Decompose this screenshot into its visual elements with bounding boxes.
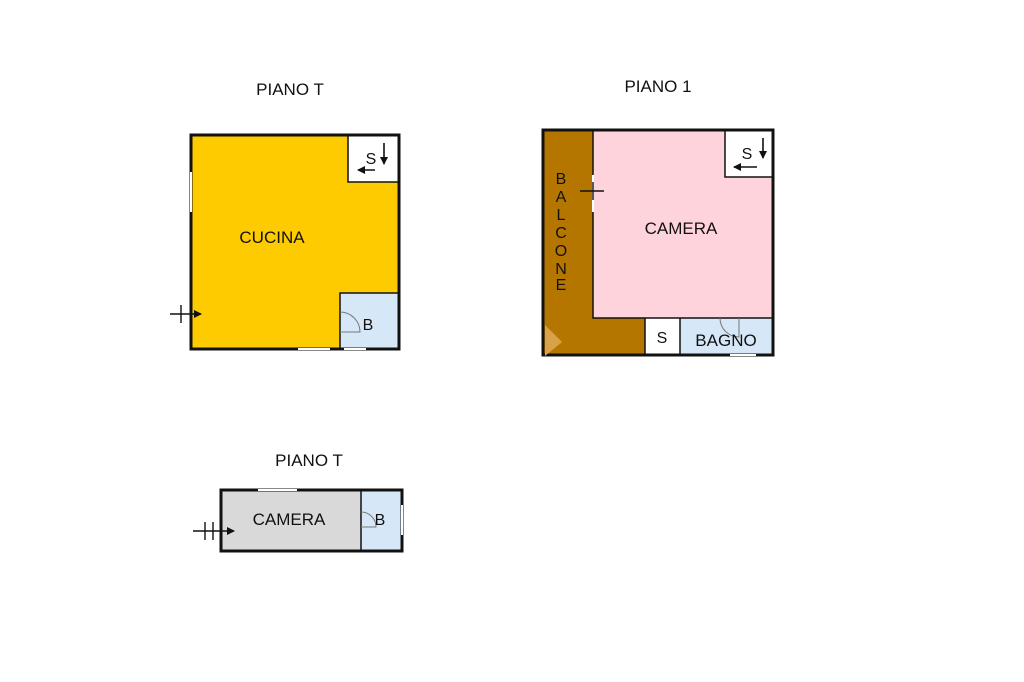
bagno-wall: [339, 292, 399, 349]
entrance-mark-icon: [580, 182, 604, 200]
balcone-letter: A: [556, 189, 567, 206]
outer-wall: [189, 133, 401, 351]
room-label-bagno: B: [363, 317, 374, 334]
door-swing-icon: [339, 311, 361, 333]
room-camera: [221, 490, 361, 551]
balcone-letter: L: [557, 207, 566, 224]
room-label-camera: CAMERA: [253, 510, 326, 529]
plan-piano-t-cucina: PIANO T CUCINA B S: [170, 80, 401, 351]
stair-arrow-icon: [357, 143, 388, 174]
door-swing-icon: [719, 317, 740, 338]
stair-arrow-icon: [733, 138, 767, 171]
plan-piano-1-camera: PIANO 1 B A L C O N E CAMERA S BAGNO S: [541, 77, 775, 357]
room-stair-area: [348, 135, 399, 182]
balcone-letter: E: [556, 277, 567, 294]
plan-piano-t-camera: PIANO T CAMERA B: [193, 451, 404, 553]
room-label-bagno: BAGNO: [695, 331, 756, 350]
balcone-vertical-label: B A L C O N E: [555, 171, 567, 294]
outer-wall: [541, 128, 775, 357]
entrance-arrow-icon: [193, 522, 235, 540]
balcone-letter: N: [555, 261, 567, 278]
room-bagno: [340, 293, 399, 349]
room-label-bagno: B: [375, 512, 386, 529]
room-label-cucina: CUCINA: [239, 228, 305, 247]
door-swing-icon: [360, 511, 377, 528]
plan-title: PIANO T: [256, 80, 324, 99]
entrance-arrow-icon: [170, 305, 202, 323]
plan-title: PIANO 1: [624, 77, 691, 96]
balcone-letter: C: [555, 225, 567, 242]
room-label-stair: S: [742, 146, 753, 163]
room-label-camera: CAMERA: [645, 219, 718, 238]
room-bagno: [680, 318, 773, 355]
stair-wall: [347, 135, 399, 183]
balcone-letter: O: [555, 243, 567, 260]
room-label-stair: S: [366, 151, 377, 168]
stair-wall: [724, 130, 773, 178]
balcone-letter: B: [556, 171, 567, 188]
room-bagno: [361, 490, 402, 551]
room-label-store: S: [657, 330, 668, 347]
plan-title: PIANO T: [275, 451, 343, 470]
corner-marker-icon: [545, 325, 562, 356]
room-store: [645, 318, 680, 355]
